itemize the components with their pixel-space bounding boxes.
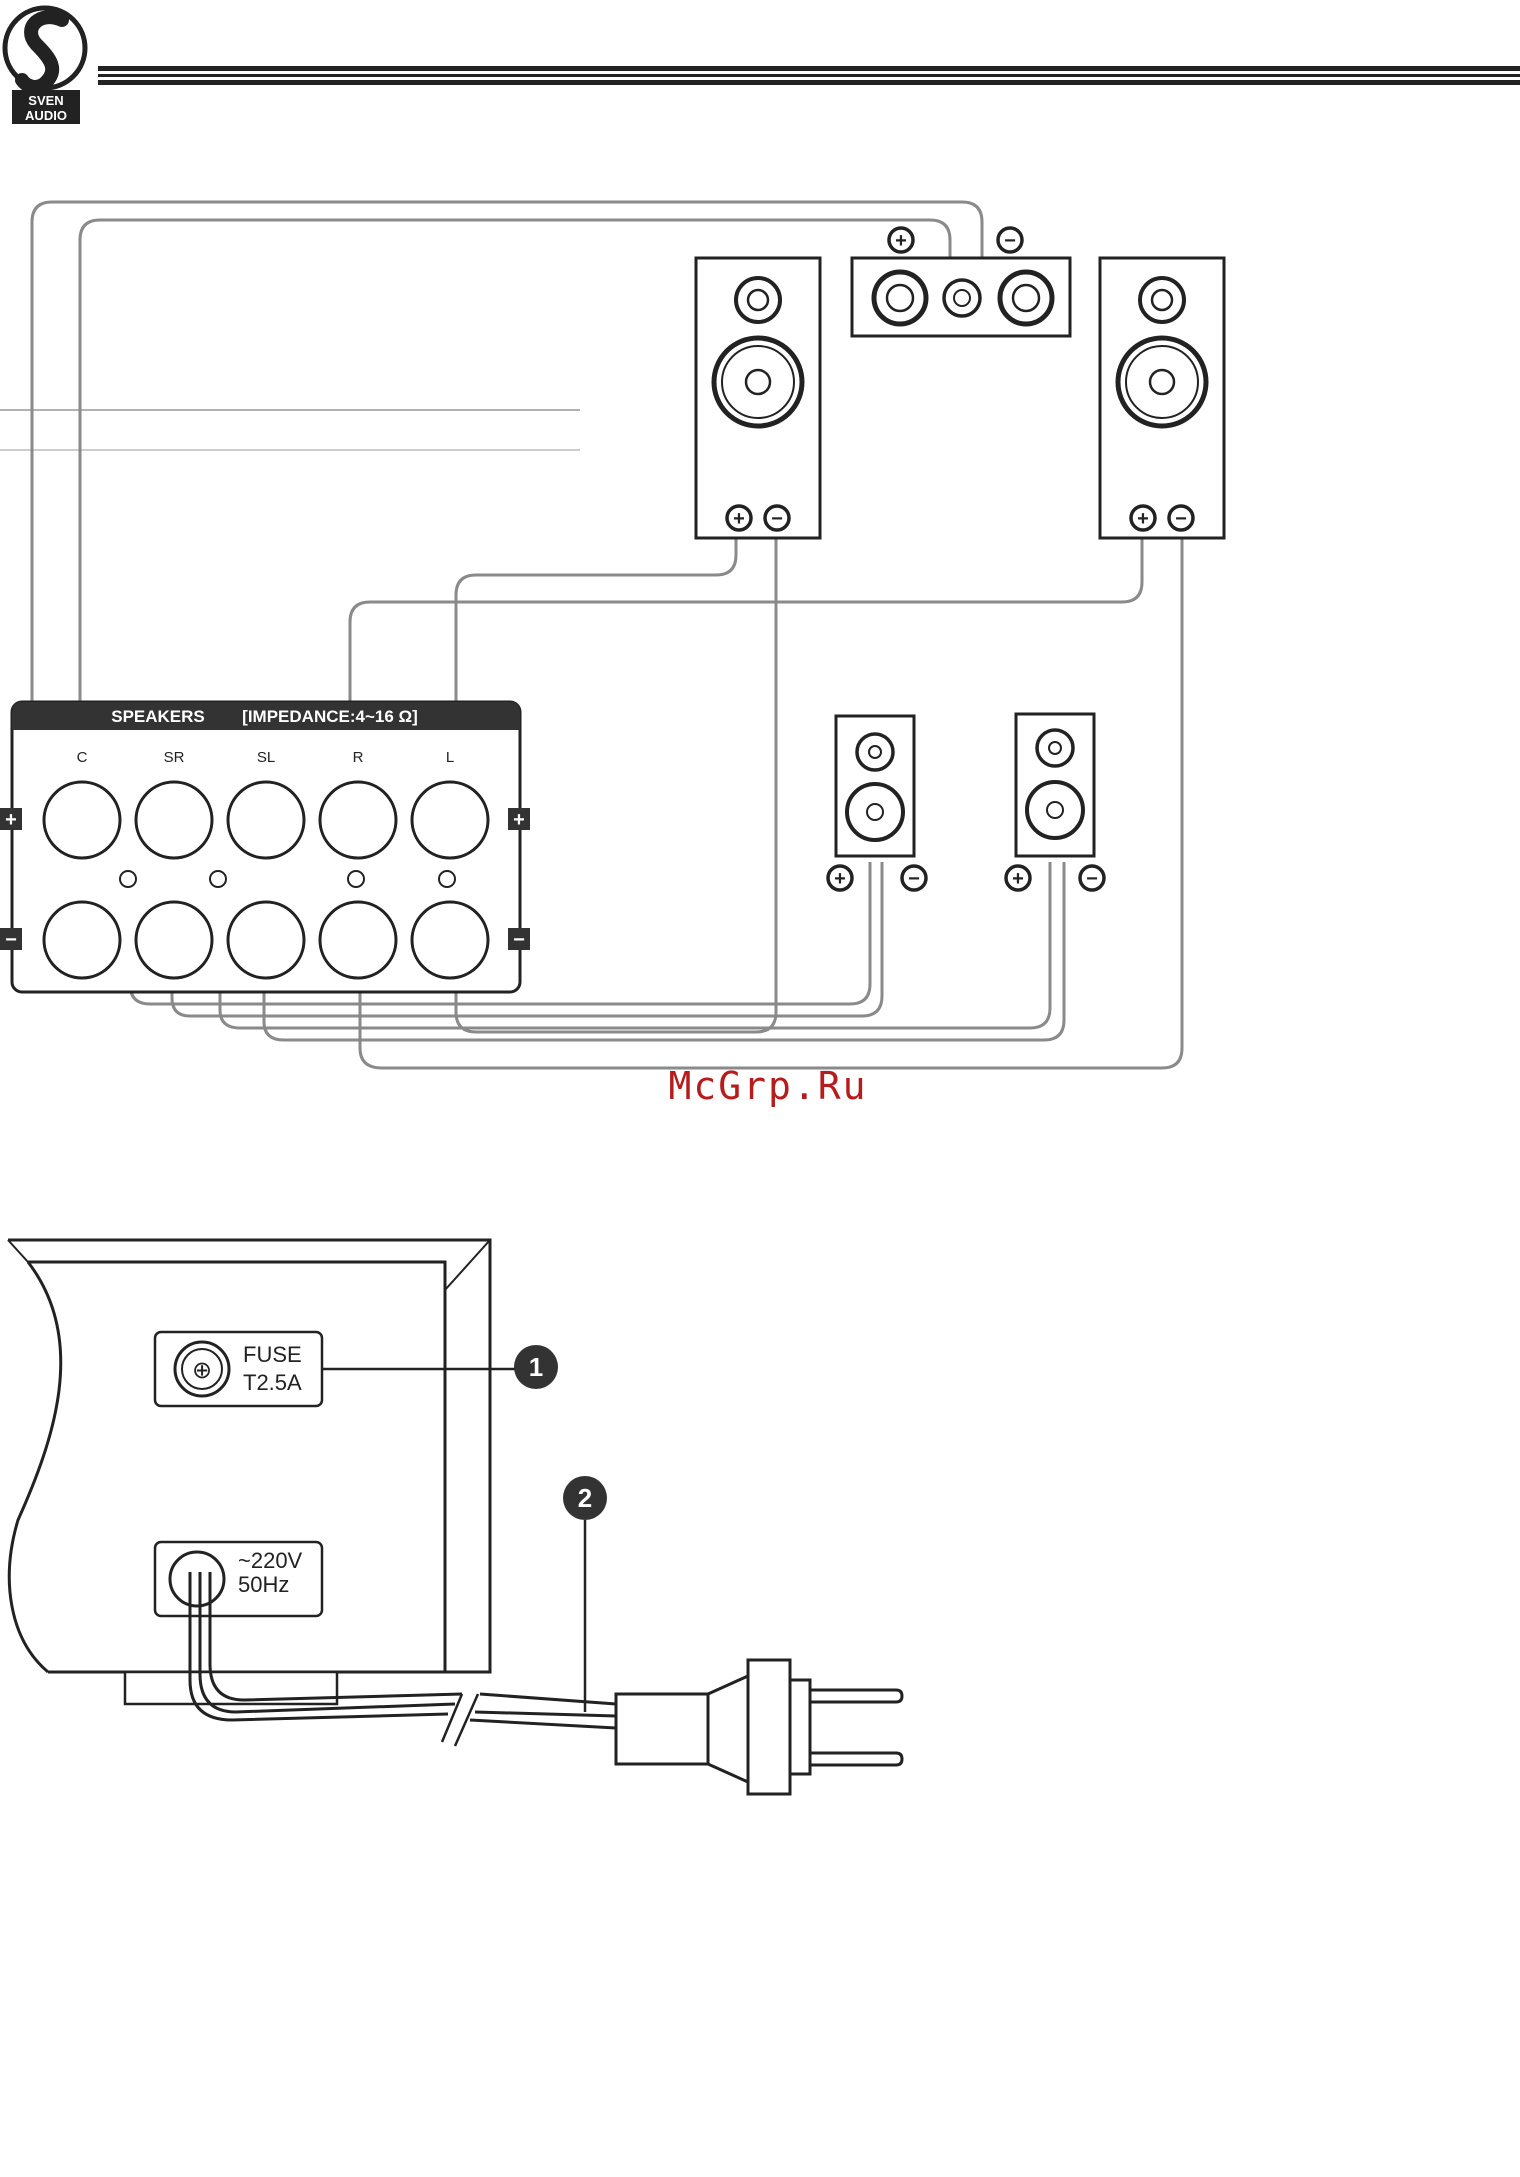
sl-plus-sign: + [1012,868,1024,890]
channel-label-r: R [353,749,364,766]
front-left-speaker: + − [696,258,820,538]
fuse-holder-screw-icon: ⊕ [192,1357,212,1384]
plus-marker-right-text: + [513,809,525,831]
watermark: McGrp.Ru [668,1064,867,1108]
power-inlet-block: ~220V 50Hz [155,1542,322,1616]
channel-label-sr: SR [164,749,185,766]
center-minus-sign: − [1004,230,1016,252]
logo-text-audio: AUDIO [25,108,67,123]
channel-label-c: C [77,749,88,766]
fuse-rating: T2.5A [243,1370,302,1395]
channel-label-sl: SL [257,749,275,766]
minus-marker-left-text: − [5,929,17,951]
fl-plus-sign: + [733,508,745,530]
power-frequency: 50Hz [238,1572,289,1597]
logo-text-sven: SVEN [28,93,63,108]
fuse-label: FUSE [243,1342,302,1367]
speakers-title: SPEAKERS [111,707,205,726]
surround-right-speaker: + − [828,716,926,890]
impedance-label: [IMPEDANCE:4~16 Ω] [242,707,418,726]
fr-plus-sign: + [1137,508,1149,530]
front-right-speaker: + − [1100,258,1224,538]
sven-audio-logo: SVEN AUDIO [5,8,85,124]
plus-marker-left-text: + [5,809,17,831]
center-plus-sign: + [895,230,907,252]
power-voltage: ~220V [238,1548,303,1573]
surround-left-speaker: + − [1006,714,1104,890]
sl-minus-sign: − [1086,868,1098,890]
rear-panel: ⊕ FUSE T2.5A ~220V 50Hz 1 [8,1240,906,1794]
channel-label-l: L [446,749,454,766]
sr-minus-sign: − [908,868,920,890]
callout-number-1: 1 [529,1352,543,1382]
sr-plus-sign: + [834,868,846,890]
fl-minus-sign: − [771,508,783,530]
fuse-block: ⊕ FUSE T2.5A [155,1332,322,1406]
fr-minus-sign: − [1175,508,1187,530]
callout-number-2: 2 [578,1483,592,1513]
minus-marker-right-text: − [513,929,525,951]
center-speaker: + − [852,228,1070,336]
speaker-terminal-panel: SPEAKERS [IMPEDANCE:4~16 Ω] C SR SL R L … [0,702,530,992]
header-rule [98,66,1520,85]
